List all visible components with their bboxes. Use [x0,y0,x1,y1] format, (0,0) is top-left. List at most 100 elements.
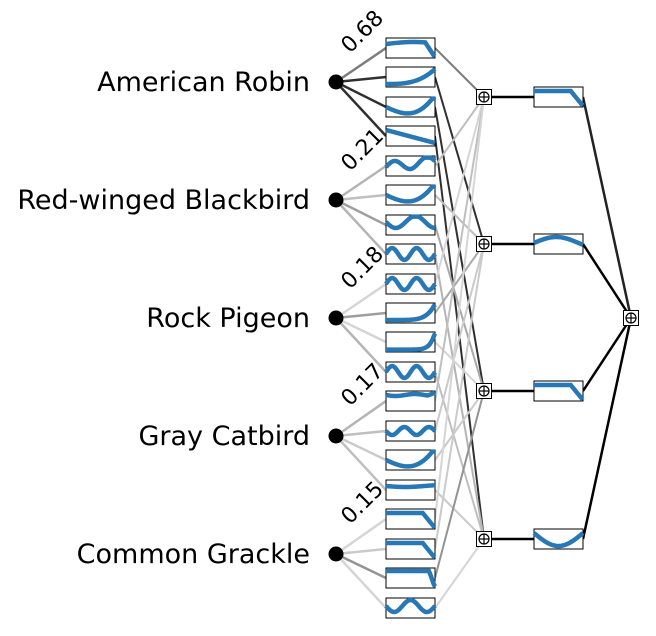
shape-function-curve [384,363,437,381]
shape-function-curve [384,155,437,172]
class-label: Common Grackle [77,539,310,570]
edge-class-to-shape [335,552,387,580]
edge-shape-to-sum [434,390,485,579]
edge-class-to-shape [335,46,387,84]
class-node [328,546,344,562]
shape-function-box [385,538,437,560]
edge-shape-to-sum [434,47,485,98]
edge-shape-to-sum [434,243,485,550]
sum-nodes-layer [476,89,492,547]
edge-shape-to-sum [434,96,485,285]
shape-function-curve [384,597,437,615]
edge-class-to-shape [335,553,387,609]
edge-class-to-shape [335,81,387,137]
edge-class-to-shape [335,193,387,202]
shape-function-box [385,508,437,530]
shape-function-curve [386,303,437,323]
sum-node [476,89,492,105]
class-node [328,310,344,326]
shape-function-box [384,273,437,295]
shape-function-box [385,302,437,324]
edge-class-to-shape [335,198,387,227]
shape-function-curve [384,424,437,438]
shape-function-box [385,184,436,206]
aggregate-shape-box [532,528,585,550]
aggregate-shape-curve [534,88,585,108]
sum-node [476,383,492,399]
shape-function-frame [385,479,436,501]
shape-function-box [384,243,437,265]
edge-class-to-shape [335,199,387,255]
edge-shape-to-sum [434,538,485,609]
class-label: Rock Pigeon [146,303,310,334]
shape-function-box [385,331,438,353]
edge-class-to-shape [335,164,387,202]
shape-function-curve [386,332,438,352]
class-label: American Robin [97,67,310,98]
edge-shape-to-sum [434,96,485,167]
shape-function-curve [384,245,437,263]
shape-function-curve [385,96,435,116]
aggregate-shape-curve [532,531,585,549]
shape-function-box [384,361,437,383]
edge-class-to-shape [335,317,387,373]
edge-aggregate-to-final [581,317,633,540]
final-sum-node [623,310,639,326]
shape-function-box [385,37,437,59]
aggregate-shape-box [533,233,584,255]
aggregate-shape-curve [534,382,585,402]
edge-class-to-shape [335,316,387,344]
edge-class-to-shape [335,517,387,556]
sum-node [476,236,492,252]
shape-function-box [385,479,436,501]
aggregate-shapes-layer [532,86,585,550]
shape-function-box [385,449,436,471]
edge-shape-to-sum [434,76,485,245]
edge-class-to-shape [335,282,387,320]
shape-function-box [385,567,437,589]
aggregate-shape-box [533,380,585,402]
aggregate-shape-box [533,86,585,108]
shape-function-curve [385,39,437,59]
class-node [328,192,344,208]
shape-function-box [385,125,436,147]
shape-functions-layer [384,37,438,619]
class-node [328,74,344,90]
class-node [328,428,344,444]
shape-function-curve [386,510,437,530]
shape-function-curve [384,214,436,231]
shape-function-curve [385,390,436,399]
shape-function-curve [386,540,437,560]
shape-function-curve [385,449,435,469]
shape-function-box [384,420,437,442]
final-sum-layer [623,310,639,326]
shape-function-box [385,96,436,118]
shape-function-curve [385,482,436,490]
aggregate-shape-curve [533,234,584,247]
edge-class-to-shape [335,311,387,320]
edge-class-to-shape [335,547,387,556]
sum-node [476,531,492,547]
edge-shape-to-sum [434,243,485,432]
edges-layer [335,46,633,609]
class-label: Red-winged Blackbird [17,185,310,216]
shape-function-curve [386,568,437,588]
edge-shape-to-sum [434,96,485,520]
edge-class-to-shape [335,434,387,462]
edge-shape-to-sum [434,194,485,245]
shape-function-box [384,155,437,177]
edge-aggregate-to-final [581,317,633,392]
shape-function-box [384,214,436,236]
shape-function-curve [385,127,436,146]
edge-shape-to-sum [434,243,485,314]
edge-class-to-shape [335,435,387,491]
edge-class-to-shape [335,429,387,438]
edge-shape-to-sum [434,96,485,402]
edge-aggregate-to-final [581,243,633,319]
class-label: Gray Catbird [138,421,310,452]
shape-function-box [385,390,436,412]
shape-function-curve [386,67,437,87]
